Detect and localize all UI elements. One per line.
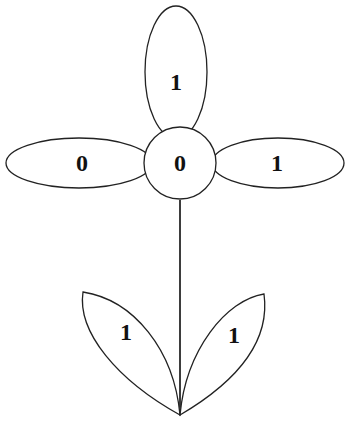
left-leaf-outline <box>80 288 184 418</box>
center-circle-shape <box>144 127 216 199</box>
right-leaf-shape <box>180 294 265 415</box>
digit-label: 1 <box>271 151 283 175</box>
right-leaf: 1 <box>176 290 268 420</box>
right-petal: 1 <box>211 137 345 189</box>
left-leaf: 1 <box>80 288 184 418</box>
right-leaf-outline <box>176 290 268 420</box>
digit-label: 0 <box>174 151 186 175</box>
center-circle: 0 <box>143 126 217 200</box>
left-petal-shape <box>6 138 152 188</box>
digit-label: 1 <box>120 320 132 344</box>
stem-line <box>179 200 180 415</box>
left-leaf-shape <box>82 292 180 415</box>
digit-label: 1 <box>228 323 240 347</box>
right-petal-shape <box>212 138 344 188</box>
digit-label: 0 <box>76 151 88 175</box>
top-petal: 1 <box>144 5 208 139</box>
left-petal: 0 <box>5 137 153 189</box>
digit-label: 1 <box>170 70 182 94</box>
stem-line <box>179 200 180 415</box>
top-petal-shape <box>145 6 207 138</box>
